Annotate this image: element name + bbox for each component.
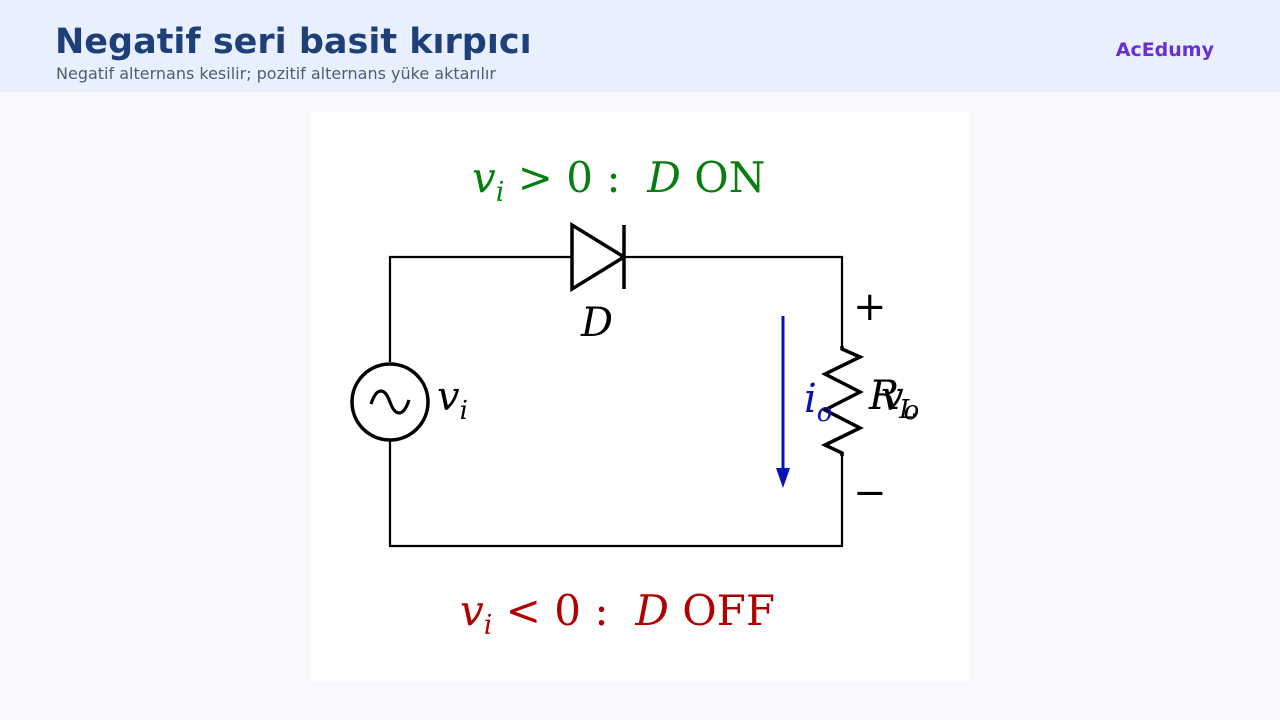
sine-wave-icon [369,389,411,415]
wire-top-left [388,255,572,362]
output-voltage-label: vo [881,374,919,426]
wire-top-right [624,255,844,346]
page-subtitle: Negatif alternans kesilir; pozitif alter… [56,64,496,83]
diagram-panel: vi > 0 : D ON vi < 0 : D OFF D vi io RL … [311,112,969,682]
current-arrow [776,316,790,488]
wire-bottom [388,441,844,548]
arrow-head-icon [776,468,790,488]
brand-logo: AcEdumy [1115,39,1214,61]
circuit-diagram: vi > 0 : D ON vi < 0 : D OFF D vi io RL … [350,153,919,641]
condition-on-label: vi > 0 : D ON [472,153,765,208]
ac-source-symbol [350,362,430,442]
page-title: Negatif seri basit kırpıcı [55,22,532,62]
diode-triangle [570,221,628,293]
diode-label: D [580,300,613,346]
minus-sign: − [853,470,887,516]
condition-off-label: vi < 0 : D OFF [460,586,775,641]
source-label: vi [437,374,468,426]
circuit-wires [388,255,844,548]
current-label: io [804,376,832,428]
diode-symbol [570,221,628,293]
resistor-symbol [820,346,865,456]
header-bar: Negatif seri basit kırpıcı Negatif alter… [0,0,1280,92]
plus-sign: + [853,284,887,330]
load-resistor-label: RL [868,373,916,425]
